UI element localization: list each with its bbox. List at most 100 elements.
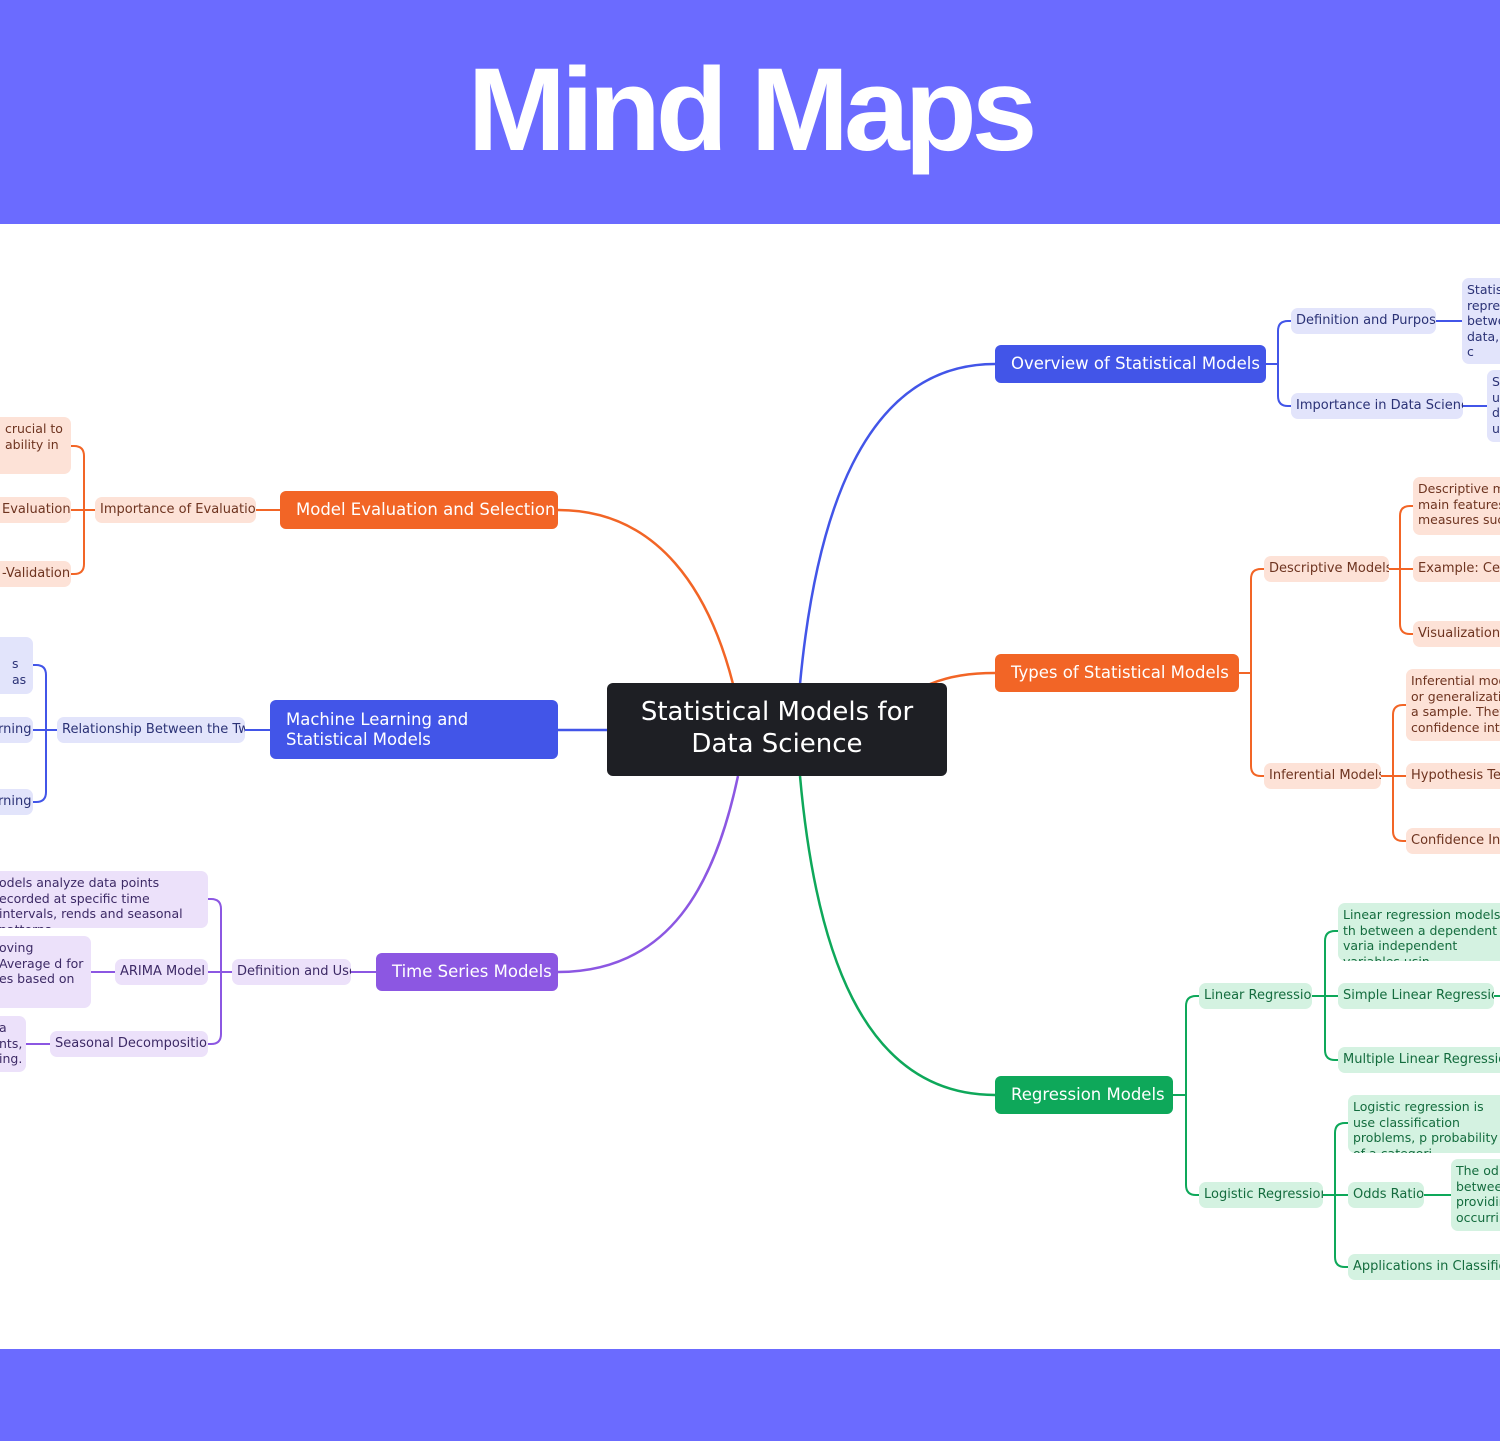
node-hypothesis-testing[interactable]: Hypothesis Tes: [1406, 763, 1500, 789]
node-confidence-intervals-label: Confidence Inte: [1411, 833, 1500, 848]
link-inferential-children: [1381, 704, 1406, 842]
branch-overview-label: Overview of Statistical Models: [1011, 354, 1260, 373]
link-relationship-children: [33, 664, 57, 803]
node-arima-model[interactable]: ARIMA Model: [115, 959, 208, 985]
leaf-timeseries-detail[interactable]: odels analyze data points ecorded at spe…: [0, 871, 208, 928]
link-overview-children: [1266, 320, 1291, 407]
node-importance-data-science[interactable]: Importance in Data Science: [1291, 393, 1463, 419]
leaf-seasonal-detail[interactable]: a nts, ing.: [0, 1016, 26, 1072]
link-root-regression: [798, 775, 996, 1097]
node-descriptive-models[interactable]: Descriptive Models: [1264, 556, 1389, 582]
node-definition-use[interactable]: Definition and Use: [232, 959, 351, 985]
node-relationship-item-3[interactable]: rning: [0, 789, 33, 815]
node-importance-evaluation[interactable]: Importance of Evaluation: [95, 497, 256, 523]
node-seasonal-decomposition[interactable]: Seasonal Decomposition: [50, 1031, 208, 1057]
node-cross-validation[interactable]: -Validation: [0, 561, 71, 587]
node-relationship-item-2[interactable]: rning: [0, 717, 33, 743]
leaf-descriptive-detail[interactable]: Descriptive m main features measures suc…: [1413, 477, 1500, 535]
node-logistic-regression-label: Logistic Regression: [1204, 1187, 1323, 1202]
connector-lines: [26, 320, 1500, 1268]
link-root-timeseries: [557, 775, 740, 974]
link-definition-children: [208, 898, 232, 1045]
leaf-inferential-detail-text: Inferential mod or generalizatio a sampl…: [1411, 673, 1500, 735]
leaf-odds-detail[interactable]: The od betwee providin occurri: [1451, 1159, 1500, 1231]
leaf-seasonal-detail-text: a nts, ing.: [0, 1020, 23, 1066]
branch-types[interactable]: Types of Statistical Models: [995, 654, 1239, 692]
node-definition-purpose[interactable]: Definition and Purpose: [1291, 308, 1436, 334]
footer-banner: [0, 1349, 1500, 1441]
node-definition-use-label: Definition and Use: [237, 964, 351, 979]
node-relationship-item-3-label: rning: [0, 794, 32, 809]
leaf-relationship-detail-text: s as: [12, 656, 27, 687]
link-root-overview: [798, 362, 996, 685]
branch-regression-label: Regression Models: [1011, 1085, 1165, 1104]
leaf-linear-detail-text: Linear regression models th between a de…: [1343, 907, 1500, 961]
branch-ml[interactable]: Machine Learning and Statistical Models: [270, 700, 558, 759]
node-linear-regression-label: Linear Regression: [1204, 988, 1312, 1003]
branch-evaluation-label: Model Evaluation and Selection: [296, 500, 556, 519]
node-importance-evaluation-label: Importance of Evaluation: [100, 502, 256, 517]
branch-types-label: Types of Statistical Models: [1011, 663, 1229, 682]
node-visualization-label: Visualization T: [1418, 626, 1500, 641]
node-descriptive-models-label: Descriptive Models: [1269, 561, 1389, 576]
node-visualization[interactable]: Visualization T: [1413, 621, 1500, 647]
node-example-central-label: Example: Cen: [1418, 561, 1500, 576]
node-multiple-linear-regression[interactable]: Multiple Linear Regression: [1338, 1047, 1500, 1073]
leaf-evaluation-detail[interactable]: crucial to ability in: [0, 417, 71, 474]
leaf-evaluation-detail-text: crucial to ability in: [5, 421, 63, 452]
branch-timeseries-label: Time Series Models: [392, 962, 552, 981]
leaf-linear-detail[interactable]: Linear regression models th between a de…: [1338, 903, 1500, 961]
node-inferential-models[interactable]: Inferential Models: [1264, 763, 1381, 789]
node-evaluation-metrics-label: Evaluation: [2, 502, 71, 517]
mind-map-canvas: Statistical Models for Data Science Over…: [0, 224, 1500, 1349]
node-arima-model-label: ARIMA Model: [120, 964, 206, 979]
leaf-logistic-detail-text: Logistic regression is use classificatio…: [1353, 1099, 1498, 1153]
node-applications-classification-label: Applications in Classifica: [1353, 1259, 1500, 1274]
link-root-types: [929, 671, 996, 686]
branch-ml-label: Machine Learning and Statistical Models: [286, 709, 469, 749]
node-confidence-intervals[interactable]: Confidence Inte: [1406, 828, 1500, 854]
node-hypothesis-testing-label: Hypothesis Tes: [1411, 768, 1500, 783]
node-definition-purpose-label: Definition and Purpose: [1296, 313, 1436, 328]
node-simple-linear-regression[interactable]: Simple Linear Regression: [1338, 983, 1494, 1009]
node-inferential-models-label: Inferential Models: [1269, 768, 1381, 783]
node-importance-data-science-label: Importance in Data Science: [1296, 398, 1463, 413]
leaf-arima-detail-text: oving Average d for es based on: [0, 940, 84, 986]
leaf-descriptive-detail-text: Descriptive m main features measures suc…: [1418, 481, 1500, 527]
node-relationship-item-2-label: rning: [0, 722, 32, 737]
branch-regression[interactable]: Regression Models: [995, 1076, 1173, 1114]
node-relationship[interactable]: Relationship Between the Two: [57, 717, 245, 743]
leaf-importance-detail-text: S u d u: [1492, 374, 1500, 436]
link-logistic-children: [1323, 1122, 1348, 1268]
link-root-evaluation: [557, 508, 735, 685]
branch-overview[interactable]: Overview of Statistical Models: [995, 345, 1266, 383]
leaf-inferential-detail[interactable]: Inferential mod or generalizatio a sampl…: [1406, 669, 1500, 741]
node-linear-regression[interactable]: Linear Regression: [1199, 983, 1312, 1009]
node-applications-classification[interactable]: Applications in Classifica: [1348, 1254, 1500, 1280]
root-node[interactable]: Statistical Models for Data Science: [607, 683, 947, 776]
leaf-arima-detail[interactable]: oving Average d for es based on: [0, 936, 91, 1008]
branch-evaluation[interactable]: Model Evaluation and Selection: [280, 491, 558, 529]
node-multiple-linear-regression-label: Multiple Linear Regression: [1343, 1052, 1500, 1067]
page-title: Mind Maps: [467, 44, 1038, 176]
node-relationship-label: Relationship Between the Two: [62, 722, 245, 737]
root-label: Statistical Models for Data Science: [640, 697, 914, 759]
link-linear-children: [1312, 930, 1338, 1061]
node-example-central[interactable]: Example: Cen: [1413, 556, 1500, 582]
link-regression-children: [1173, 995, 1199, 1196]
node-seasonal-decomposition-label: Seasonal Decomposition: [55, 1036, 208, 1051]
leaf-importance-detail[interactable]: S u d u: [1487, 370, 1500, 442]
node-logistic-regression[interactable]: Logistic Regression: [1199, 1182, 1323, 1208]
node-odds-ratio[interactable]: Odds Ratio: [1348, 1182, 1424, 1208]
link-types-children: [1239, 568, 1264, 777]
link-importance-children: [71, 445, 95, 575]
leaf-odds-detail-text: The od betwee providin occurri: [1456, 1163, 1500, 1225]
leaf-definition-detail[interactable]: Statis repres betwe data, from c: [1462, 278, 1500, 364]
title-banner: Mind Maps: [0, 0, 1500, 224]
node-odds-ratio-label: Odds Ratio: [1353, 1187, 1424, 1202]
node-simple-linear-regression-label: Simple Linear Regression: [1343, 988, 1494, 1003]
branch-timeseries[interactable]: Time Series Models: [376, 953, 558, 991]
node-evaluation-metrics[interactable]: Evaluation: [0, 497, 71, 523]
leaf-logistic-detail[interactable]: Logistic regression is use classificatio…: [1348, 1095, 1500, 1153]
leaf-relationship-detail[interactable]: s as: [0, 637, 33, 694]
